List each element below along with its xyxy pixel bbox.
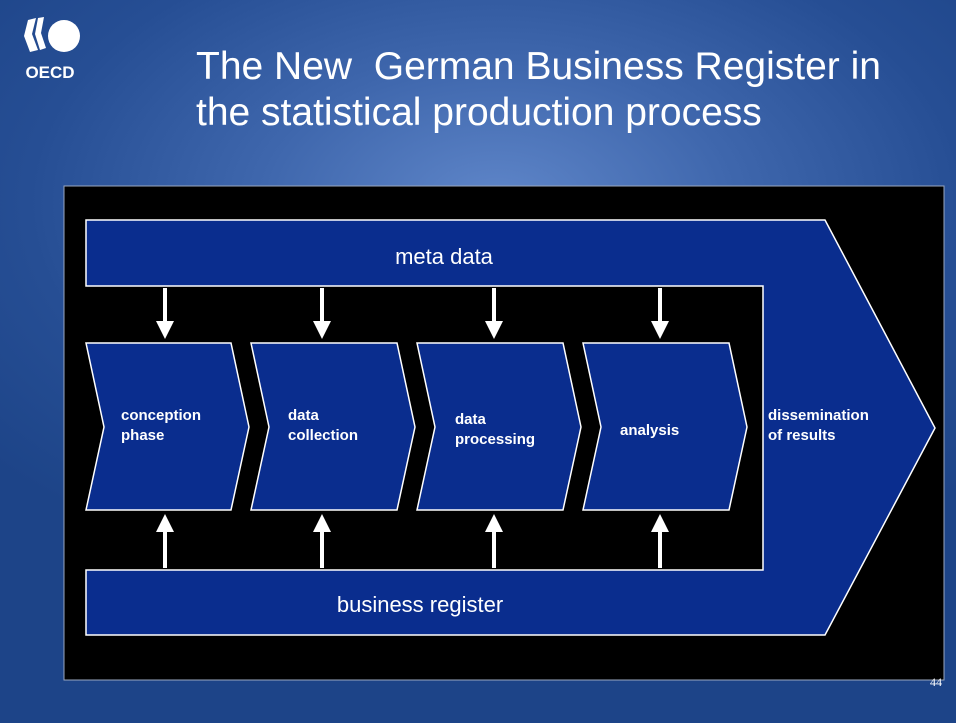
step-shape-analysis bbox=[582, 342, 748, 511]
page-number: 44 bbox=[930, 675, 942, 689]
final-step-line-1: dissemination bbox=[768, 407, 869, 424]
step-1-line-2: phase bbox=[121, 427, 164, 444]
step-2-line-1: data bbox=[288, 407, 320, 424]
final-step-line-2: of results bbox=[768, 427, 836, 444]
step-2-line-2: collection bbox=[288, 427, 358, 444]
step-shape-conception bbox=[85, 342, 250, 511]
oecd-logo: OECD bbox=[14, 14, 86, 82]
step-shape-collection bbox=[250, 342, 416, 511]
business-register-label: business register bbox=[337, 592, 503, 617]
step-1-line-1: conception bbox=[121, 407, 201, 424]
step-shape-processing bbox=[416, 342, 582, 511]
step-3-line-1: data bbox=[455, 411, 487, 428]
meta-data-label: meta data bbox=[395, 244, 494, 269]
oecd-logo-text: OECD bbox=[25, 63, 74, 82]
meta-register-arrow-shape bbox=[85, 219, 936, 636]
step-4-line-1: analysis bbox=[620, 422, 679, 439]
step-3-line-2: processing bbox=[455, 431, 535, 448]
title-line-2: the statistical production process bbox=[196, 91, 762, 134]
title-line-1: The New German Business Register in bbox=[196, 45, 881, 88]
slide-title: The New German Business Register in the … bbox=[196, 44, 936, 136]
